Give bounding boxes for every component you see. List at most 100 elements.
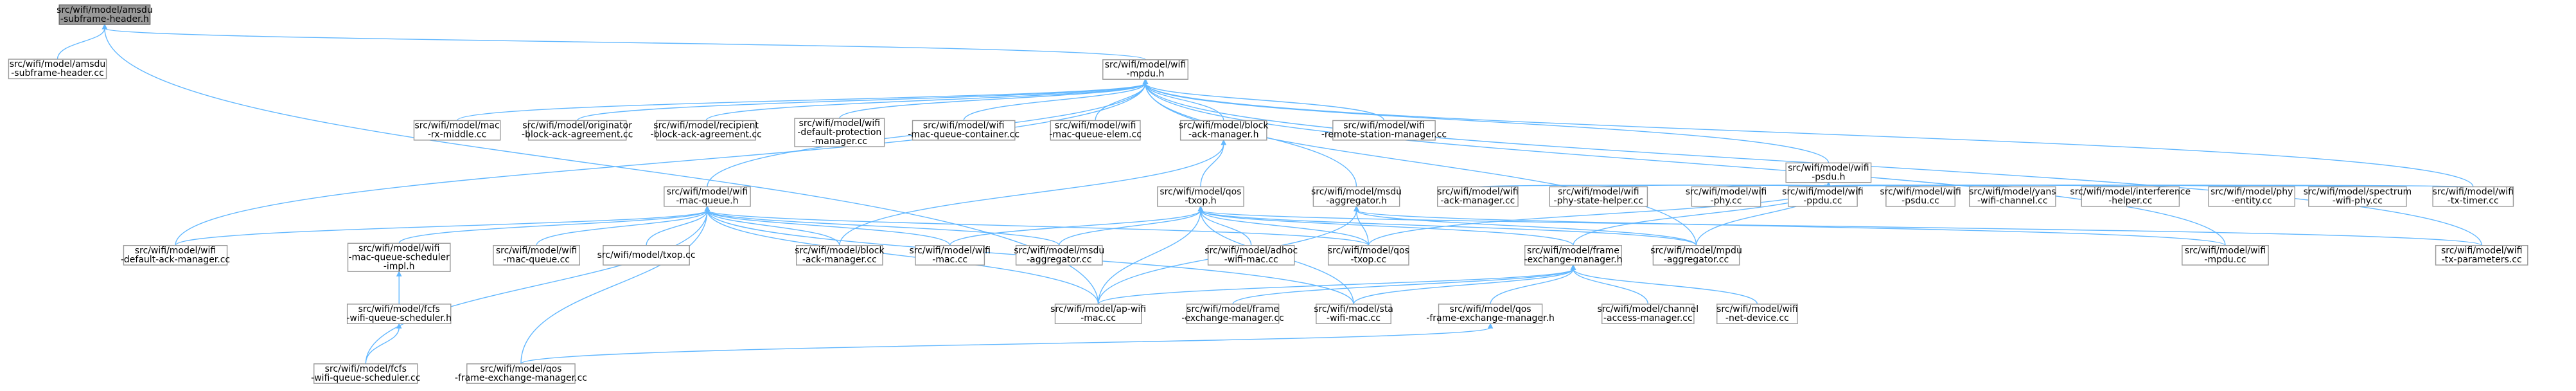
edge-arrowhead xyxy=(396,323,402,329)
node-label: -txop.h xyxy=(1185,196,1216,206)
node-box xyxy=(347,242,451,272)
graph-node[interactable]: src/wifi/model/wifi-mac-queue-container.… xyxy=(908,120,1019,141)
graph-node[interactable]: src/wifi/model/wifi-remote-station-manag… xyxy=(1321,120,1447,141)
dependency-edge xyxy=(839,143,1224,246)
graph-node[interactable]: src/wifi/model/wifi-mpdu.cc xyxy=(2182,244,2269,266)
dependency-edge xyxy=(1097,268,1574,305)
node-box xyxy=(664,186,751,207)
node-label: src/wifi/model/block xyxy=(795,246,885,256)
graph-node[interactable]: src/wifi/model/qos-frame-exchange-manage… xyxy=(1426,304,1555,324)
graph-node[interactable]: src/wifi/model/wifi-phy.cc xyxy=(1686,186,1767,207)
node-box xyxy=(2081,186,2180,207)
node-label: -entity.cc xyxy=(2231,196,2272,206)
graph-node[interactable]: src/wifi/model/recipient-block-ack-agree… xyxy=(651,120,762,141)
node-box xyxy=(1312,186,1400,207)
graph-node[interactable]: src/wifi/model/qos-txop.h xyxy=(1157,186,1244,207)
graph-node[interactable]: src/wifi/model/wifi-ack-manager.cc xyxy=(1437,186,1519,207)
graph-node[interactable]: src/wifi/model/qos-frame-exchange-manage… xyxy=(455,363,587,384)
graph-nodes: src/wifi/model/amsdu-subframe-header.h sr… xyxy=(8,4,2528,384)
node-label: -ppdu.cc xyxy=(1803,196,1842,206)
graph-node[interactable]: src/wifi/model/wifi-mac-queue.h xyxy=(664,186,751,207)
graph-node[interactable]: src/wifi/model/wifi-mac-queue-elem.cc xyxy=(1049,120,1142,141)
graph-node[interactable]: src/wifi/model/phy-entity.cc xyxy=(2208,186,2296,207)
node-label: -block-ack-agreement.cc xyxy=(522,130,633,140)
graph-node[interactable]: src/wifi/model/msdu-aggregator.h xyxy=(1311,186,1402,207)
node-label: -wifi-mac.cc xyxy=(1327,313,1381,323)
graph-node[interactable]: src/wifi/model/wifi-mac.cc xyxy=(909,244,991,266)
dependency-edge xyxy=(175,83,1146,246)
graph-node[interactable]: src/wifi/model/originator-block-ack-agre… xyxy=(522,120,633,141)
node-box xyxy=(1438,304,1543,324)
graph-node[interactable]: src/wifi/model/txop.cc xyxy=(597,244,696,266)
edge-arrowhead xyxy=(101,23,108,30)
graph-node[interactable]: src/wifi/model/mac-rx-middle.cc xyxy=(413,120,501,141)
graph-node[interactable]: src/wifi/model/sta-wifi-mac.cc xyxy=(1314,304,1393,324)
graph-node[interactable]: src/wifi/model/block-ack-manager.cc xyxy=(795,244,885,266)
graph-node[interactable]: src/wifi/model/block-ack-manager.h xyxy=(1179,120,1269,141)
node-label: src/wifi/model/wifi xyxy=(1880,187,1961,197)
graph-node[interactable]: src/wifi/model/wifi-tx-parameters.cc xyxy=(2435,244,2528,266)
graph-node[interactable]: src/wifi/model/wifi-psdu.h xyxy=(1785,162,1872,183)
node-label: src/wifi/model/mpdu xyxy=(1650,246,1742,256)
node-label: -subframe-header.h xyxy=(60,14,149,24)
graph-node[interactable]: src/wifi/model/interference-helper.cc xyxy=(2070,186,2191,207)
graph-node[interactable]: src/wifi/model/fcfs-wifi-queue-scheduler… xyxy=(311,363,420,384)
graph-node[interactable]: src/wifi/model/ap-wifi-mac.cc xyxy=(1050,304,1146,324)
node-label: src/wifi/model/wifi xyxy=(2433,187,2514,197)
node-box xyxy=(1716,304,1798,324)
graph-node[interactable]: src/wifi/model/wifi-net-device.cc xyxy=(1716,304,1798,324)
node-label: -wifi-phy.cc xyxy=(2333,196,2383,206)
dependency-edge xyxy=(707,210,951,246)
graph-node[interactable]: src/wifi/model/qos-txop.cc xyxy=(1328,244,1409,266)
node-label: -rx-middle.cc xyxy=(428,130,486,140)
dependency-edge xyxy=(1200,210,1252,246)
node-box xyxy=(1885,186,1956,207)
node-label: src/wifi/model/wifi xyxy=(135,246,216,256)
dependency-edge xyxy=(1355,210,1370,246)
graph-node[interactable]: src/wifi/model/frame-exchange-manager.cc xyxy=(1181,304,1284,324)
node-box xyxy=(1054,304,1142,324)
node-box xyxy=(1652,244,1740,266)
graph-node[interactable]: src/wifi/model/wifi-psdu.cc xyxy=(1880,186,1961,207)
dependency-edge xyxy=(1145,83,2474,187)
graph-node[interactable]: src/wifi/model/wifi-default-ack-manager.… xyxy=(121,244,230,266)
graph-node[interactable]: src/wifi/model/wifi-mac-queue.cc xyxy=(493,244,580,266)
node-label: src/wifi/model/wifi xyxy=(1788,163,1869,174)
node-label: -mpdu.h xyxy=(1127,69,1165,79)
graph-node[interactable]: src/wifi/model/wifi-mac-queue-scheduler-… xyxy=(347,242,451,272)
node-box xyxy=(2432,186,2514,207)
graph-node[interactable]: src/wifi/model/channel-access-manager.cc xyxy=(1597,304,1698,324)
graph-node[interactable]: src/wifi/model/fcfs-wifi-queue-scheduler… xyxy=(346,304,452,324)
graph-node[interactable]: src/wifi/model/msdu-aggregator.cc xyxy=(1014,244,1104,266)
dependency-edge xyxy=(1145,83,1697,246)
graph-node[interactable]: src/wifi/model/spectrum-wifi-phy.cc xyxy=(2304,186,2412,207)
node-label: -wifi-mac.cc xyxy=(1224,255,1278,265)
node-label: -aggregator.cc xyxy=(1027,255,1091,265)
node-label: src/wifi/model/originator xyxy=(522,121,632,131)
node-label: -mac.cc xyxy=(932,255,967,265)
graph-node[interactable]: src/wifi/model/mpdu-aggregator.cc xyxy=(1650,244,1742,266)
graph-node[interactable]: src/wifi/model/yans-wifi-channel.cc xyxy=(1968,186,2056,207)
node-label: src/wifi/model/block xyxy=(1179,121,1269,131)
graph-node[interactable]: src/wifi/model/adhoc-wifi-mac.cc xyxy=(1204,244,1298,266)
node-label: src/wifi/model/mac xyxy=(414,121,499,131)
dependency-edge xyxy=(1200,210,2482,246)
node-label: -net-device.cc xyxy=(1725,313,1789,323)
graph-node[interactable]: src/wifi/model/frame-exchange-manager.h xyxy=(1524,244,1622,266)
graph-node[interactable]: src/wifi/model/amsdu-subframe-header.h xyxy=(57,4,153,25)
node-label: -aggregator.h xyxy=(1326,196,1387,206)
node-label: -frame-exchange-manager.cc xyxy=(455,373,587,383)
node-label: -default-ack-manager.cc xyxy=(121,255,230,265)
dependency-edge xyxy=(1828,185,2474,188)
graph-node[interactable]: src/wifi/model/wifi-tx-timer.cc xyxy=(2432,186,2514,207)
graph-node[interactable]: src/wifi/model/wifi-mpdu.h xyxy=(1102,59,1188,80)
node-label: -psdu.cc xyxy=(1901,196,1939,206)
graph-node[interactable]: src/wifi/model/wifi-default-protection-m… xyxy=(794,118,885,147)
node-label: src/wifi/model/frame xyxy=(1527,246,1619,256)
graph-node[interactable]: src/wifi/model/amsdu-subframe-header.cc xyxy=(8,59,107,80)
node-label: -wifi-queue-scheduler.h xyxy=(346,313,452,323)
graph-node[interactable]: src/wifi/model/wifi-phy-state-helper.cc xyxy=(1549,186,1648,207)
node-label: src/wifi/model/wifi xyxy=(2441,246,2523,256)
node-box xyxy=(1968,186,2056,207)
graph-node[interactable]: src/wifi/model/wifi-ppdu.cc xyxy=(1782,186,1864,207)
